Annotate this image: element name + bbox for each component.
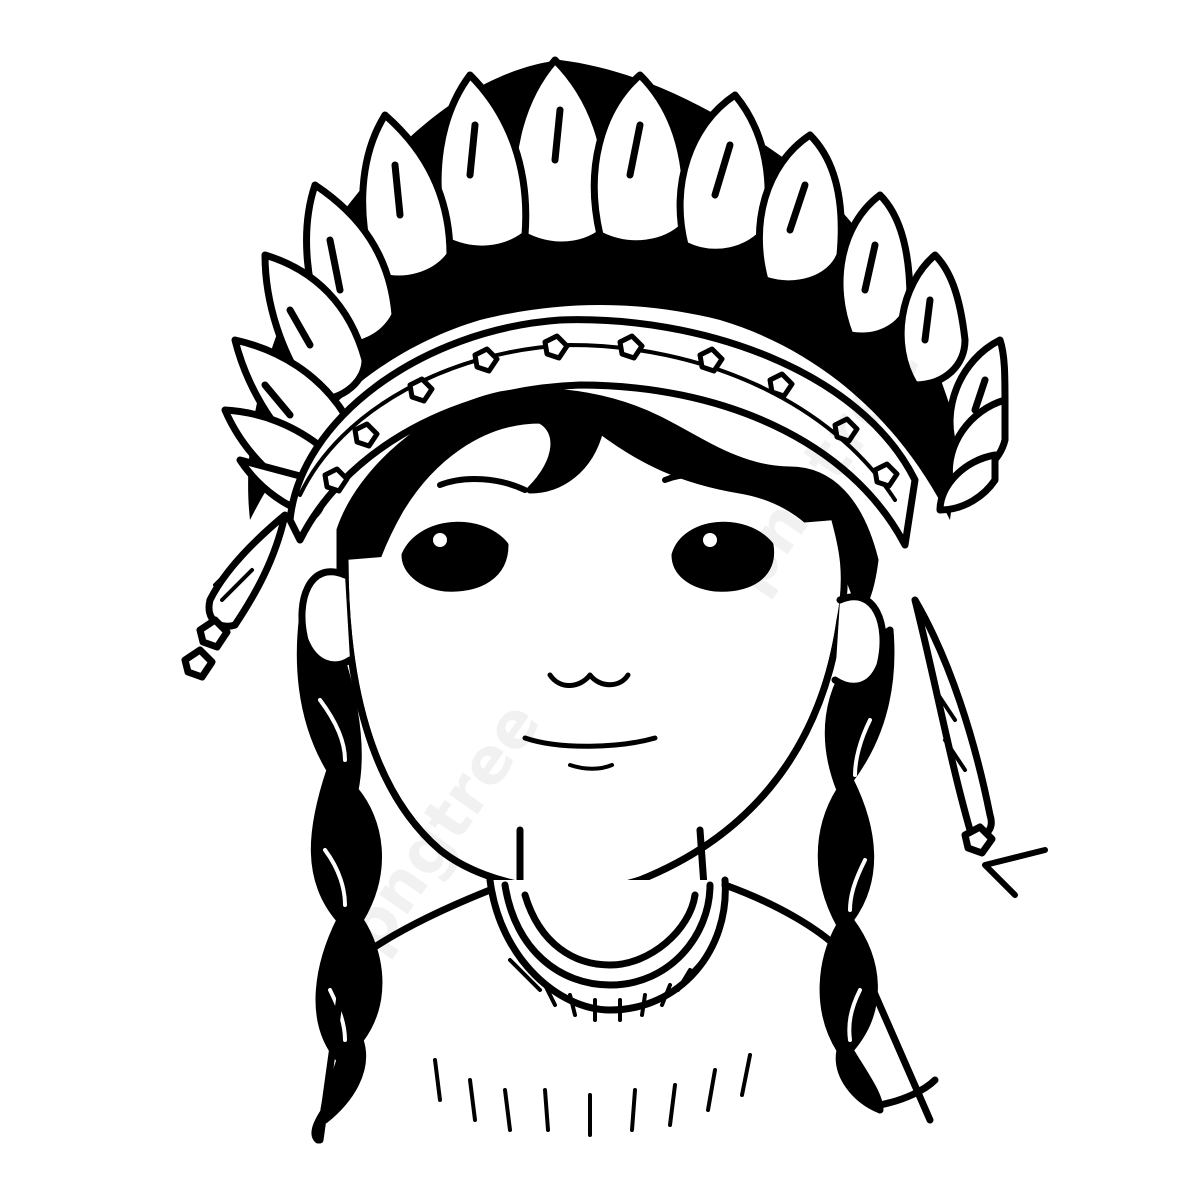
neck-and-shirt (316, 826, 934, 1144)
left-ear (298, 568, 354, 669)
left-feather-ornament (181, 511, 289, 681)
right-eyebrow (662, 471, 748, 493)
left-eyebrow (437, 475, 528, 493)
headdress-feathers (221, 56, 1009, 520)
headband-beads (322, 333, 900, 494)
right-ear (831, 593, 887, 690)
nose (547, 672, 631, 688)
left-eye (401, 521, 509, 592)
right-feather-ornament (911, 596, 1048, 898)
right-eye (671, 521, 775, 592)
necklace (486, 876, 729, 1014)
mouth (522, 735, 658, 749)
